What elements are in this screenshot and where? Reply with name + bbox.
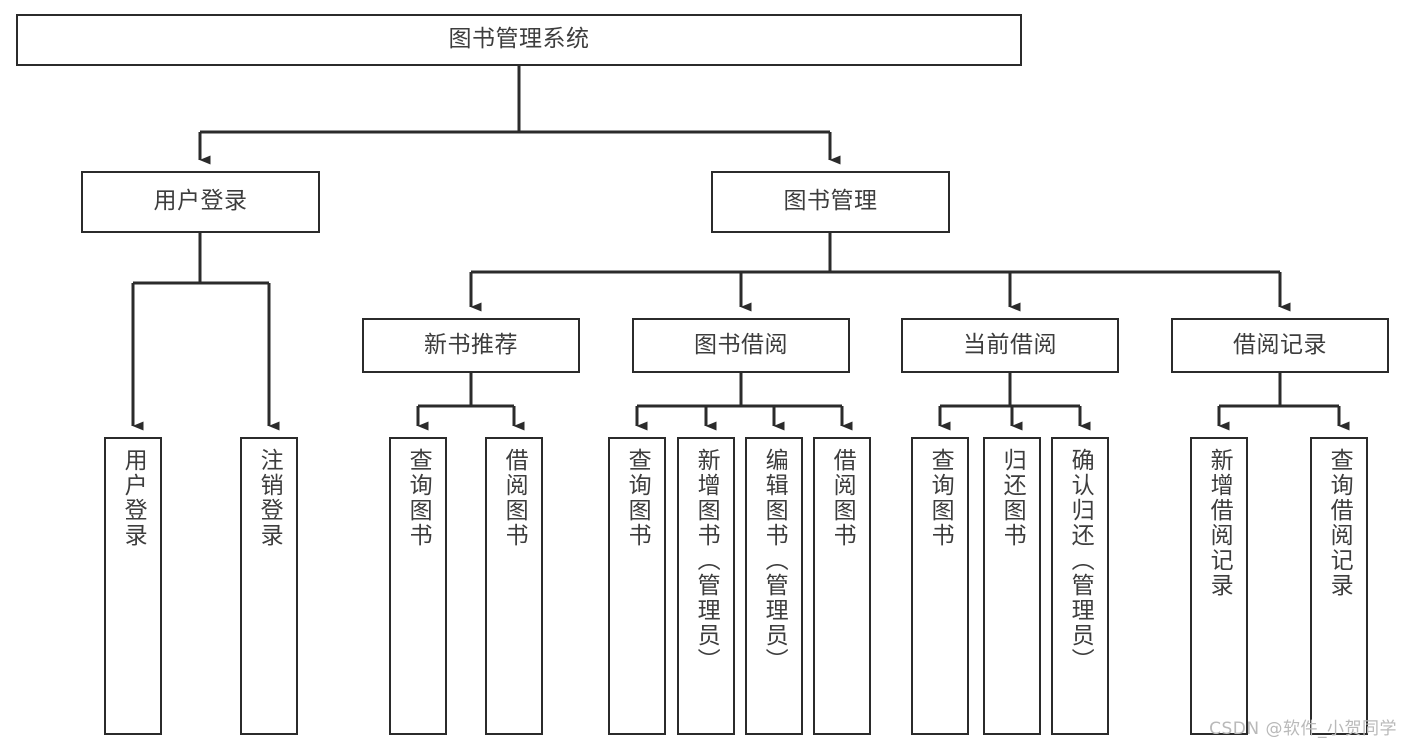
node-label: 注销登录	[256, 448, 283, 548]
node-label: 用户登录	[120, 448, 147, 548]
node-borrow-record[interactable]: 借阅记录	[1171, 318, 1389, 373]
node-label: 用户登录	[153, 188, 248, 215]
node-label: 新书推荐	[424, 331, 518, 358]
node-leaf-query-book-1[interactable]: 查询图书	[389, 437, 447, 735]
node-leaf-logout[interactable]: 注销登录	[240, 437, 298, 735]
node-leaf-add-record[interactable]: 新增借阅记录	[1190, 437, 1248, 735]
node-leaf-query-book-2[interactable]: 查询图书	[608, 437, 666, 735]
node-leaf-query-book-3[interactable]: 查询图书	[911, 437, 969, 735]
node-label: 查询图书	[624, 448, 651, 548]
csdn-watermark: CSDN @软件_小贺同学	[1209, 719, 1397, 739]
node-label: 查询图书	[927, 448, 954, 548]
node-book-manage[interactable]: 图书管理	[711, 171, 950, 233]
node-user-login[interactable]: 用户登录	[81, 171, 320, 233]
node-label: 图书管理	[783, 188, 878, 215]
node-label: 查询图书	[405, 448, 432, 548]
node-leaf-borrow-book-1[interactable]: 借阅图书	[485, 437, 543, 735]
node-label: 归还图书	[999, 448, 1026, 548]
node-leaf-borrow-book-2[interactable]: 借阅图书	[813, 437, 871, 735]
node-label: 借阅图书	[501, 448, 528, 548]
node-label: 编辑图书（管理员）	[761, 448, 788, 673]
node-leaf-edit-book-admin[interactable]: 编辑图书（管理员）	[745, 437, 803, 735]
node-book-borrow[interactable]: 图书借阅	[632, 318, 850, 373]
node-label: 确认归还（管理员）	[1067, 448, 1094, 673]
node-label: 查询借阅记录	[1326, 448, 1353, 598]
node-label: 新增借阅记录	[1206, 448, 1233, 598]
node-leaf-query-record[interactable]: 查询借阅记录	[1310, 437, 1368, 735]
node-label: 当前借阅	[963, 331, 1057, 358]
node-current-borrow[interactable]: 当前借阅	[901, 318, 1119, 373]
node-leaf-return-book[interactable]: 归还图书	[983, 437, 1041, 735]
node-label: 借阅记录	[1233, 331, 1327, 358]
node-label: 图书管理系统	[448, 26, 590, 53]
node-new-book-recommend[interactable]: 新书推荐	[362, 318, 580, 373]
node-leaf-user-login[interactable]: 用户登录	[104, 437, 162, 735]
node-label: 借阅图书	[829, 448, 856, 548]
node-label: 图书借阅	[694, 331, 788, 358]
node-leaf-confirm-return[interactable]: 确认归还（管理员）	[1051, 437, 1109, 735]
node-root-system[interactable]: 图书管理系统	[16, 14, 1022, 66]
node-label: 新增图书（管理员）	[693, 448, 720, 673]
node-leaf-add-book-admin[interactable]: 新增图书（管理员）	[677, 437, 735, 735]
